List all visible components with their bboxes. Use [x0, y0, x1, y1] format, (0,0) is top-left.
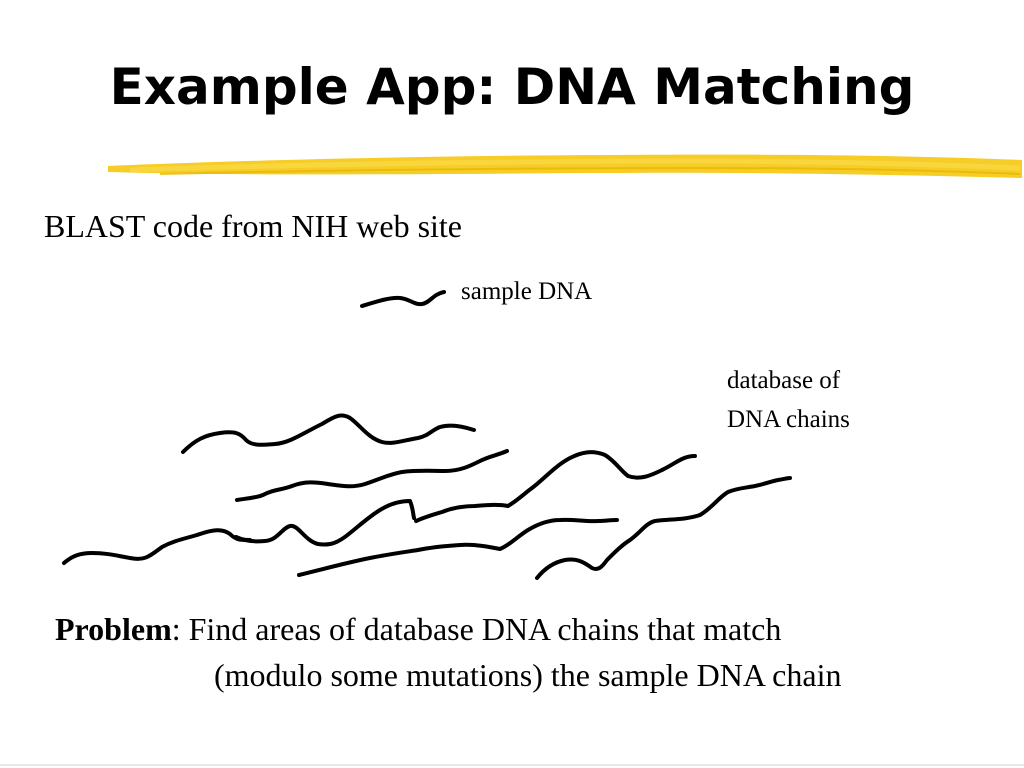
sample-dna-strand [360, 290, 446, 308]
slide-footer-divider [0, 764, 1024, 766]
bullet-text: BLAST code from NIH web site [44, 208, 462, 244]
database-label: database of DNA chains [727, 362, 927, 440]
dna-chain-2 [235, 449, 509, 502]
problem-term: Problem [55, 611, 172, 647]
dna-chain-6 [297, 517, 619, 577]
problem-statement-line2: (modulo some mutations) the sample DNA c… [214, 657, 842, 693]
slide-title: Example App: DNA Matching [109, 58, 915, 116]
database-label-line1: database of [727, 367, 841, 394]
title-underline-highlight [108, 154, 1022, 178]
dna-chain-4 [62, 528, 252, 565]
sample-dna-label: sample DNA [461, 278, 593, 305]
dna-chain-5 [414, 450, 697, 523]
database-label-line2: DNA chains [727, 405, 850, 433]
dna-chain-3 [234, 499, 416, 547]
problem-text: : Find areas of database DNA chains that… [171, 611, 782, 647]
problem-statement-line1: Problem: Find areas of database DNA chai… [55, 610, 781, 648]
dna-chain-1 [181, 413, 476, 454]
dna-chain-7 [535, 476, 792, 580]
